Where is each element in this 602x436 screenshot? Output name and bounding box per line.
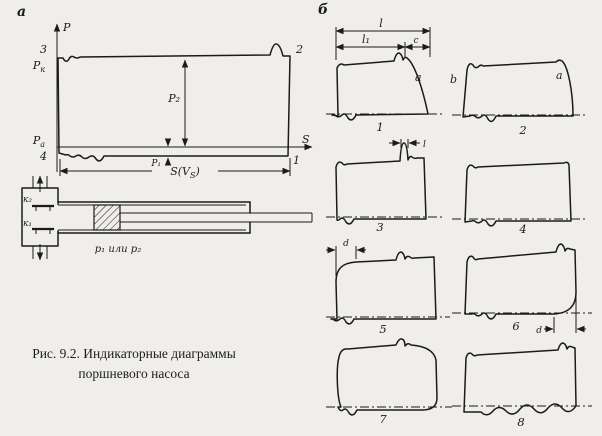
diagram-8-curve: [463, 342, 577, 416]
diagram-1-curve: [331, 52, 429, 121]
diagram-1-dim-l-label: l: [379, 17, 383, 30]
diagram-2-number: 2: [518, 123, 526, 137]
diagram-2-b-label: b: [450, 73, 457, 86]
point-4-label: 4: [39, 150, 47, 163]
diagram-3: l 3: [326, 139, 442, 234]
diagram-1-dim-l1-label: l₁: [362, 33, 370, 46]
diagram-7-curve: [336, 338, 438, 416]
diagram-5: d 5: [326, 239, 450, 336]
caption-line-1: Рис. 9.2. Индикаторные диаграммы: [32, 346, 236, 361]
diagram-4-curve: [464, 161, 572, 227]
caption-line-2: поршневого насоса: [78, 366, 190, 382]
diagram-1: l l₁ c a 1: [326, 17, 442, 134]
diagram-2-curve: [462, 59, 574, 123]
k2-valve-label: к₂: [23, 195, 32, 205]
diagram-2-a-label: a: [556, 69, 563, 82]
panel-b: б l l₁ c a 1 b a 2: [318, 2, 592, 429]
point-2-label: 2: [295, 43, 303, 56]
figure-caption: Рис. 9.2. Индикаторные диаграммы поршнев…: [12, 344, 256, 385]
diagram-8-number: 8: [517, 415, 524, 429]
stroke-dimension-label: S(VS): [170, 165, 200, 180]
diagram-5-dim-d-label: d: [343, 239, 349, 249]
pa-label: Pа: [32, 134, 45, 149]
panel-a-label: а: [17, 4, 26, 20]
s-axis-label: S: [302, 133, 310, 146]
diagram-1-number: 1: [376, 120, 383, 134]
diagram-2: b a 2: [450, 59, 588, 137]
diagram-4: 4: [452, 161, 588, 236]
indicator-loop: [57, 43, 291, 162]
p2-dimension-label: P₂: [167, 92, 180, 105]
panel-a: а P S 3 2 1 4 Pк Pа P₂ P₁: [17, 4, 313, 261]
diagram-4-number: 4: [518, 222, 526, 236]
p-axis-label: P: [62, 21, 71, 34]
valve-box: [21, 187, 59, 247]
diagram-5-curve: [330, 251, 437, 325]
diagram-1-dim-c-label: c: [413, 36, 418, 46]
piston: [93, 204, 121, 231]
diagram-6-dim-d-label: d: [536, 326, 542, 336]
point-3-label: 3: [40, 43, 47, 56]
k1-valve-label: к₁: [23, 219, 32, 229]
diagram-3-dim-l-label: l: [423, 140, 426, 150]
pressure-label: р₁ или р₂: [95, 244, 141, 255]
diagram-6: d 6: [452, 243, 592, 336]
diagram-1-a-label: a: [415, 71, 422, 84]
p1-dimension: P₁: [150, 138, 172, 169]
diagram-5-number: 5: [379, 322, 386, 336]
diagram-7: 7: [326, 338, 452, 426]
pump-schematic: к₂ к₁ р₁ или р₂: [21, 175, 313, 261]
panel-b-label: б: [318, 2, 328, 18]
diagram-3-curve: [335, 142, 427, 225]
diagram-6-curve: [464, 243, 577, 320]
point-1-label: 1: [293, 154, 300, 167]
stroke-dimension: S(VS): [59, 158, 291, 180]
diagram-6-number: 6: [512, 319, 519, 333]
pk-label: Pк: [32, 59, 45, 74]
p1-dimension-label: P₁: [150, 159, 161, 169]
p2-dimension: P₂: [167, 59, 189, 147]
diagram-8: 8: [452, 342, 592, 429]
diagram-3-number: 3: [376, 220, 383, 234]
diagram-7-number: 7: [379, 412, 387, 426]
